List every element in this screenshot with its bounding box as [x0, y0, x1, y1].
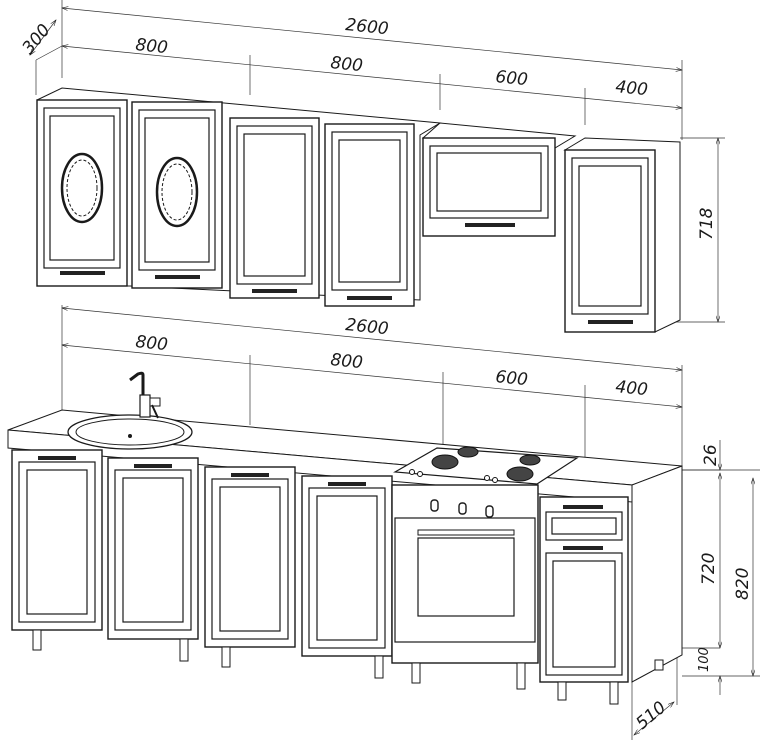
upper-segment-2-label: 800	[330, 53, 364, 76]
legs	[32, 629, 664, 705]
upper-segment-4-label: 400	[615, 77, 649, 100]
lower-cabinet-1	[11, 449, 103, 631]
depth-label: 510	[632, 698, 670, 734]
lower-cabinet-5	[539, 496, 629, 683]
upper-cabinets	[36, 87, 681, 333]
lower-segment-1-label: 800	[135, 332, 169, 355]
lower-cabinets	[11, 449, 629, 683]
lower-cabinet-4	[301, 475, 393, 657]
oven-knob-icon	[430, 499, 494, 518]
lower-cabinet-2	[107, 457, 199, 640]
sink	[67, 414, 193, 450]
upper-cabinet-2	[131, 101, 223, 289]
leg-height-label: 100	[697, 647, 712, 672]
upper-segment-3-label: 600	[495, 67, 529, 90]
burner-icon	[431, 446, 541, 482]
body-height-label: 720	[699, 553, 719, 585]
oven	[391, 484, 539, 664]
handle	[60, 271, 105, 275]
upper-segment-1-label: 800	[135, 35, 169, 58]
ornament-icon	[155, 156, 199, 228]
oven-handle	[417, 529, 515, 536]
faucet-icon	[129, 371, 161, 419]
lower-total-width-label: 2600	[345, 315, 390, 339]
countertop-thickness-label: 26	[701, 444, 721, 466]
upper-cabinet-1	[36, 99, 128, 287]
lower-segment-4-label: 400	[615, 377, 649, 400]
upper-cabinet-3	[229, 117, 320, 299]
upper-total-width-label: 2600	[345, 15, 390, 39]
upper-cabinet-4	[324, 123, 415, 307]
lower-cabinet-3	[204, 466, 296, 648]
upper-height-label: 718	[697, 207, 717, 240]
ornament-icon	[60, 152, 104, 224]
lower-segment-2-label: 800	[330, 350, 364, 373]
lower-segment-3-label: 600	[495, 367, 529, 390]
upper-cabinet-5	[421, 122, 577, 237]
gas-hob	[393, 446, 579, 485]
upper-cabinet-6	[564, 149, 656, 333]
total-height-label: 820	[733, 568, 753, 600]
